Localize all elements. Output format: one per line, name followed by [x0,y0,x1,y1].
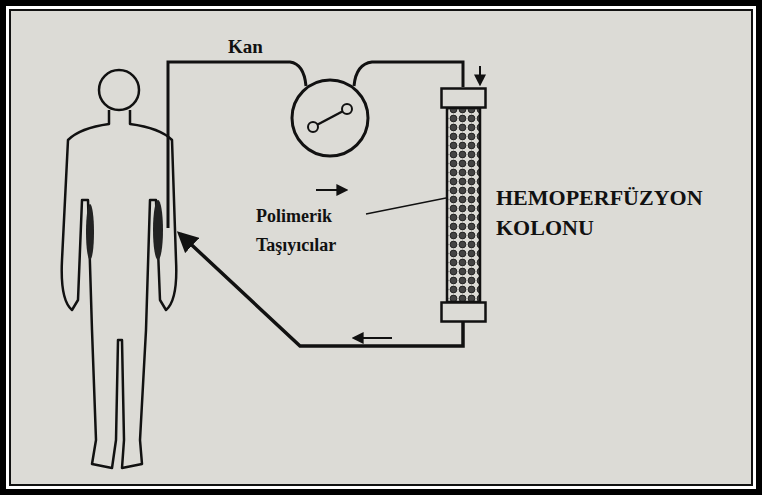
blood-tube [168,62,306,228]
body-shading [86,204,94,260]
flow-arrow [354,337,392,339]
paper-ground [10,10,752,485]
column-body [447,108,480,302]
leader-line [366,198,446,214]
pump [292,80,368,156]
column-title: HEMOPERFÜZYON KOLONU [496,183,736,242]
column-cap [442,89,486,108]
person-silhouette [62,110,177,468]
rotor-roller [308,122,318,132]
flow-arrow [479,66,481,84]
part-label: Polimerik Taşıyıcılar [256,202,366,260]
body-shading [153,200,163,260]
column-cap [442,303,486,322]
column-shape [440,87,487,323]
hemoperfusion-column: HEMOPERFÜZYON KOLONU [440,87,487,323]
rotor-roller [342,104,352,114]
flow-label: Kan [228,32,263,62]
flow-arrow [316,189,346,191]
blood-tube [354,62,463,87]
frame-gap [6,6,756,489]
person-head [99,70,139,110]
